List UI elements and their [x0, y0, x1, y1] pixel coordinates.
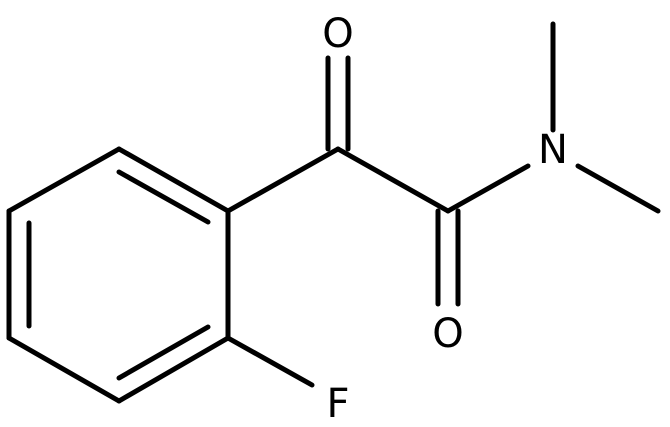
ring-bond-4	[116, 335, 231, 404]
ring-bond-1	[6, 146, 122, 214]
nitrogen-label: N	[538, 127, 568, 173]
carbonyl-carbonyl-bond	[335, 146, 451, 214]
n-methyl-right-bond	[575, 163, 661, 214]
aryl-carbonyl-bond	[225, 146, 341, 214]
ketone-oxygen-label: O	[322, 11, 353, 57]
fluorine-label: F	[326, 381, 349, 427]
ring-inner-bond-bottom	[116, 324, 211, 381]
aryl-fluorine-bond	[225, 335, 315, 388]
ring-bond-2	[116, 146, 231, 214]
ring-bond-5	[6, 335, 122, 404]
amide-oxygen-label: O	[432, 311, 463, 357]
ring-inner-bond-top	[116, 169, 211, 225]
benzene-ring	[6, 146, 231, 404]
amide-c-n-bond	[445, 163, 531, 214]
